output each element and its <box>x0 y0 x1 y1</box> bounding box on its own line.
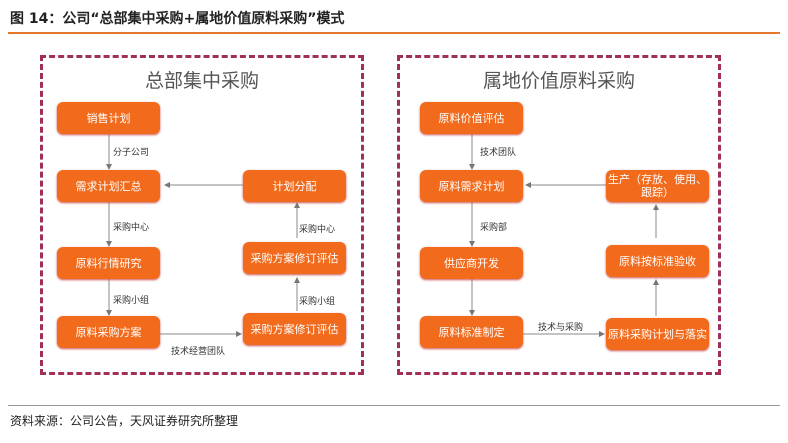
node-purchase-plan: 原料采购方案 <box>57 316 160 348</box>
node-acceptance: 原料按标准验收 <box>606 245 709 277</box>
node-plan-revision-1: 采购方案修订评估 <box>243 242 346 274</box>
node-demand-summary: 需求计划汇总 <box>57 170 160 202</box>
node-market-research: 原料行情研究 <box>57 247 160 279</box>
node-value-assessment: 原料价值评估 <box>420 102 523 134</box>
node-standard-setting: 原料标准制定 <box>420 316 523 348</box>
node-purchase-execution: 原料采购计划与落实 <box>606 318 709 350</box>
node-sales-plan: 销售计划 <box>57 102 160 134</box>
panel-title: 属地价值原料采购 <box>482 70 635 92</box>
edge-label: 技术团队 <box>480 148 517 158</box>
node-demand-plan: 原料需求计划 <box>420 170 523 202</box>
node-plan-allocation: 计划分配 <box>243 170 346 202</box>
edge-label: 采购小组 <box>113 296 150 306</box>
node-plan-revision-2: 采购方案修订评估 <box>243 313 346 345</box>
edge-label: 分子公司 <box>113 148 150 158</box>
footer-rule <box>8 405 780 406</box>
edge-label: 采购小组 <box>299 297 336 307</box>
flow-arrows <box>469 134 659 337</box>
edge-label: 技术与采购 <box>538 323 584 333</box>
node-production: 生产（存放、使用、跟踪） <box>606 170 709 202</box>
panel-local-procurement: 属地价值原料采购 原料价值评估 原料需求计划 供应商开发 原料标准制定 生产（存… <box>397 55 721 375</box>
panel-title: 总部集中采购 <box>144 70 259 92</box>
edge-label: 技术经营团队 <box>171 347 226 357</box>
edge-label: 采购中心 <box>299 225 336 235</box>
edge-label: 采购部 <box>480 223 508 233</box>
source-note: 资料来源：公司公告，天风证券研究所整理 <box>10 414 239 428</box>
panel-hq-procurement: 总部集中采购 销售计划 需求计划汇总 原料行情研究 原料采购方案 计划分配 采购… <box>40 55 364 375</box>
title-rule <box>8 32 780 34</box>
edge-label: 采购中心 <box>113 223 150 233</box>
figure-title: 图 14：公司“总部集中采购+属地价值原料采购”模式 <box>10 11 345 27</box>
node-supplier-development: 供应商开发 <box>420 247 523 279</box>
